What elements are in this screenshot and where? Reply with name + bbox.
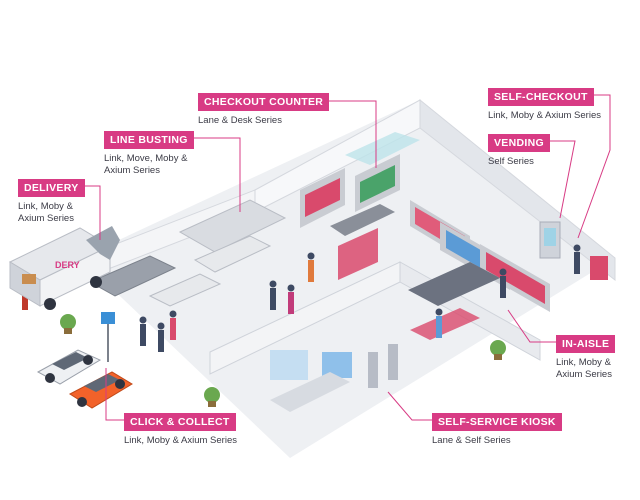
click-collect-sign xyxy=(101,312,115,362)
callout-title: LINE BUSTING xyxy=(104,131,194,149)
callout-title: SELF-SERVICE KIOSK xyxy=(432,413,562,431)
callout-subtitle-line: Link, Move, Moby & xyxy=(104,153,188,164)
callout-title: CLICK & COLLECT xyxy=(124,413,236,431)
callout-title: DELIVERY xyxy=(18,179,85,197)
grocery-shelves xyxy=(300,154,550,312)
callout-subtitle: Link, Moby & Axium Series xyxy=(124,435,237,446)
callout-vending: VENDING Self Series xyxy=(488,133,550,168)
callout-checkout-counter: CHECKOUT COUNTER Lane & Desk Series xyxy=(198,92,330,127)
orange-car xyxy=(69,371,133,409)
delivery-truck xyxy=(8,226,120,310)
leader-checkout-counter xyxy=(322,100,377,168)
callout-subtitle-line: Axium Series xyxy=(18,212,74,224)
truck-logo: DERY xyxy=(55,260,80,270)
package-box xyxy=(22,274,36,284)
potted-plants xyxy=(60,314,506,407)
vending-machines xyxy=(539,221,608,280)
display-stand xyxy=(270,350,308,380)
leader-in-aisle xyxy=(507,309,556,343)
white-car xyxy=(36,349,102,385)
callout-subtitle-line: Link, Moby & xyxy=(18,201,73,212)
back-wall-right xyxy=(419,98,616,282)
callout-self-service-kiosk: SELF-SERVICE KIOSK Lane & Self Series xyxy=(432,412,562,447)
callout-in-aisle: IN-AISLE Link, Moby & Axium Series xyxy=(556,334,616,380)
leader-self-service-kiosk xyxy=(387,391,432,421)
callout-subtitle: Link, Move, Moby & Axium Series xyxy=(104,153,194,176)
callout-title: VENDING xyxy=(488,134,550,152)
leader-line-busting xyxy=(192,137,241,212)
callout-title: CHECKOUT COUNTER xyxy=(198,93,330,111)
callout-delivery: DELIVERY Link, Moby & Axium Series xyxy=(18,178,85,224)
partition-wall-front xyxy=(209,261,401,375)
electronics-area xyxy=(270,262,500,412)
callout-title: IN-AISLE xyxy=(556,335,616,353)
callout-subtitle: Link, Moby & Axium Series xyxy=(488,110,601,121)
callout-title: SELF-CHECKOUT xyxy=(488,88,594,106)
callout-click-collect: CLICK & COLLECT Link, Moby & Axium Serie… xyxy=(124,412,237,447)
checkout-counter-area xyxy=(330,132,420,280)
callout-subtitle-line: Link, Moby & xyxy=(556,357,611,368)
callout-subtitle-line: Axium Series xyxy=(556,368,612,380)
callout-subtitle: Lane & Self Series xyxy=(432,435,511,446)
callout-subtitle: Link, Moby & Axium Series xyxy=(18,201,85,224)
callout-subtitle: Self Series xyxy=(488,156,534,167)
leader-self-checkout xyxy=(577,94,611,239)
callout-subtitle: Lane & Desk Series xyxy=(198,115,282,126)
self-service-kiosk-unit xyxy=(368,352,378,388)
leader-vending xyxy=(548,140,576,219)
callout-line-busting: LINE BUSTING Link, Move, Moby & Axium Se… xyxy=(104,130,194,176)
callout-subtitle: Link, Moby & Axium Series xyxy=(556,357,615,380)
leader-delivery xyxy=(78,185,101,240)
appliance-section xyxy=(88,199,287,307)
callout-self-checkout: SELF-CHECKOUT Link, Moby & Axium Series xyxy=(488,87,601,122)
leader-click-collect xyxy=(105,368,126,421)
callout-subtitle-line: Axium Series xyxy=(104,164,160,176)
